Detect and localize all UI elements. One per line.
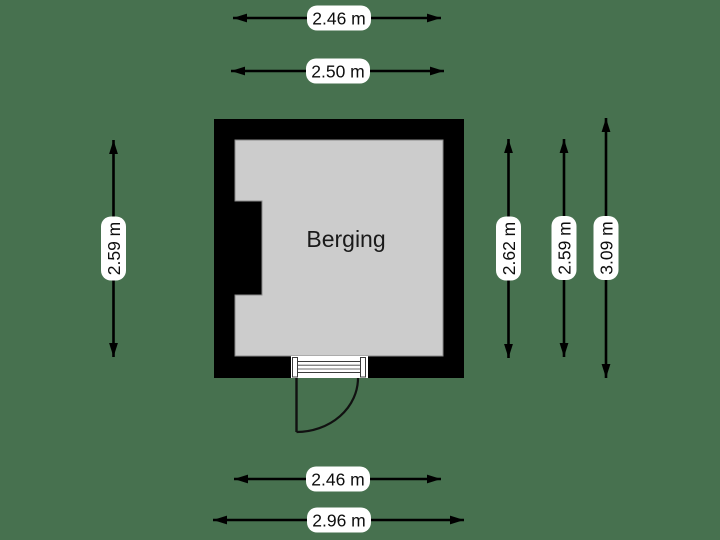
- dimension-label: 2.50 m: [311, 62, 365, 82]
- dimension-right-1: 2.62 m: [496, 139, 521, 358]
- dimension-top-1: 2.46 m: [233, 5, 441, 31]
- door-threshold: [296, 361, 362, 373]
- room: Berging: [214, 119, 464, 434]
- door: [291, 356, 368, 434]
- dimension-label: 2.59 m: [555, 221, 575, 275]
- dimension-bottom-1: 2.46 m: [234, 466, 441, 492]
- dimension-bottom-2: 2.96 m: [213, 507, 464, 533]
- dimension-label: 2.96 m: [312, 511, 366, 531]
- dimension-left-1: 2.59 m: [101, 140, 126, 357]
- dimension-label-pill: [551, 216, 577, 280]
- dimension-label: 2.46 m: [312, 9, 366, 29]
- dimension-label: 3.09 m: [597, 221, 617, 275]
- door-swing-arc: [296, 377, 360, 434]
- dimension-label-pill: [306, 58, 370, 84]
- dimension-label-pill: [307, 507, 371, 533]
- dimension-label-pill: [307, 5, 371, 31]
- dimension-label: 2.62 m: [499, 222, 519, 276]
- door-jamb-right: [360, 357, 366, 378]
- dimension-right-2: 2.59 m: [551, 139, 577, 357]
- room-floor: [234, 139, 444, 357]
- dimension-label-pill: [593, 216, 619, 280]
- dimensions: 2.46 m 2.50 m 2.59 m 2.62 m: [101, 5, 619, 533]
- dimension-label-pill: [496, 216, 521, 281]
- dimension-label-pill: [101, 216, 126, 281]
- dimension-top-2: 2.50 m: [231, 58, 444, 84]
- dimension-label: 2.46 m: [311, 470, 365, 490]
- dimension-label-pill: [306, 466, 370, 492]
- door-jamb-left: [292, 357, 298, 378]
- dimension-right-3: 3.09 m: [593, 118, 619, 378]
- dimension-label: 2.59 m: [104, 222, 124, 276]
- room-label: Berging: [306, 226, 385, 252]
